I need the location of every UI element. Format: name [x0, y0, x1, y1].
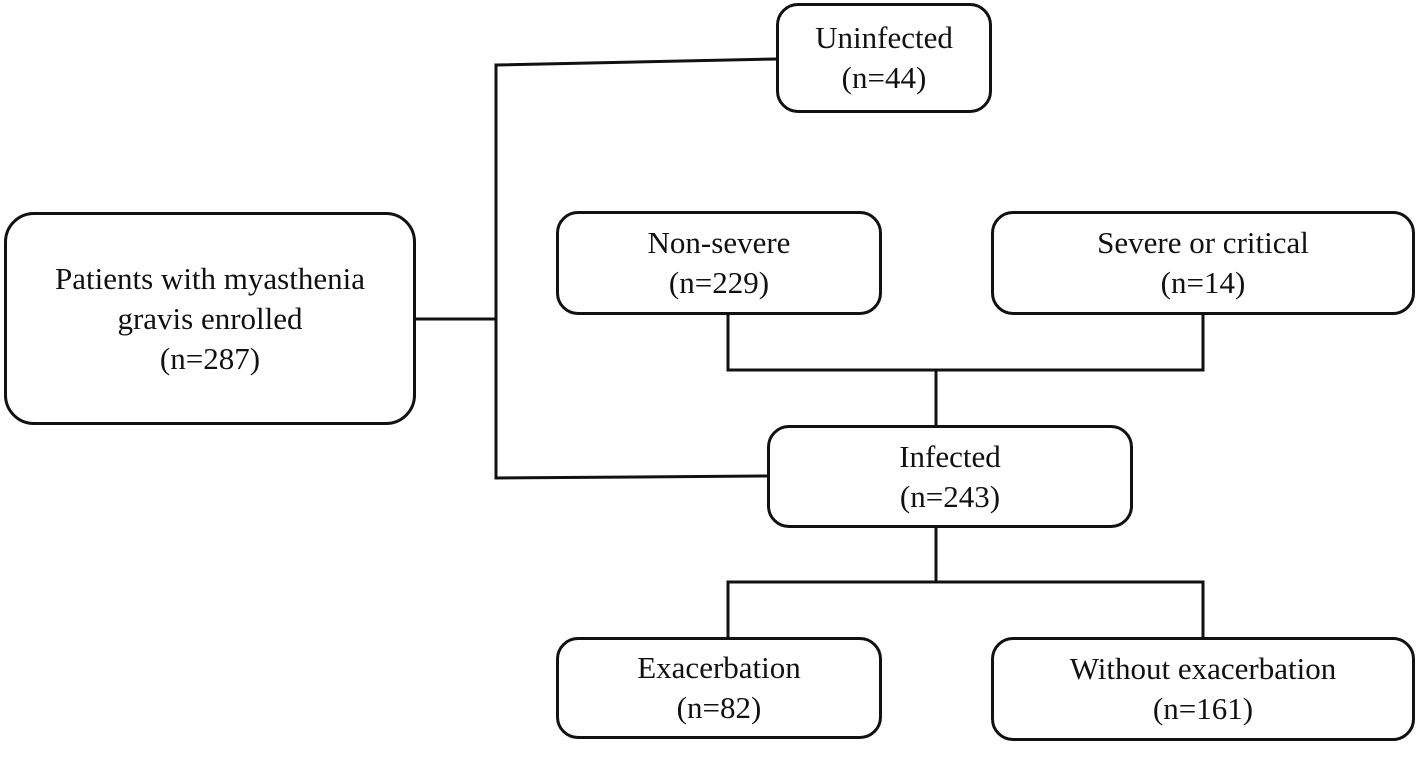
- exacerbation-box: Exacerbation (n=82): [556, 637, 882, 739]
- infected-box: Infected (n=243): [767, 425, 1133, 528]
- exacerbation-count: (n=82): [676, 690, 762, 725]
- without-exacerbation-count: (n=161): [1152, 691, 1254, 726]
- severe-label: Severe or critical: [1097, 225, 1309, 260]
- without-exacerbation-label: Without exacerbation: [1069, 651, 1337, 686]
- severe-box: Severe or critical (n=14): [991, 211, 1415, 315]
- infected-label: Infected: [899, 438, 1001, 474]
- uninfected-count: (n=44): [841, 60, 927, 95]
- connector-trunk-uninfected: [494, 57, 778, 67]
- nonsevere-label: Non-severe: [647, 225, 791, 260]
- enrolled-line2: gravis enrolled: [117, 300, 303, 336]
- nonsevere-count: (n=229): [668, 265, 770, 300]
- enrolled-box: Patients with myasthenia gravis enrolled…: [4, 212, 416, 425]
- without-exacerbation-box: Without exacerbation (n=161): [991, 637, 1415, 741]
- nonsevere-box: Non-severe (n=229): [556, 211, 882, 315]
- uninfected-label: Uninfected: [815, 20, 953, 55]
- connector-trunk-infected: [494, 474, 769, 480]
- infected-count: (n=243): [899, 478, 1001, 514]
- uninfected-box: Uninfected (n=44): [776, 3, 992, 113]
- enrolled-line1: Patients with myasthenia: [55, 260, 365, 296]
- exacerbation-label: Exacerbation: [637, 650, 801, 685]
- enrolled-count: (n=287): [159, 340, 261, 376]
- severe-count: (n=14): [1160, 265, 1246, 300]
